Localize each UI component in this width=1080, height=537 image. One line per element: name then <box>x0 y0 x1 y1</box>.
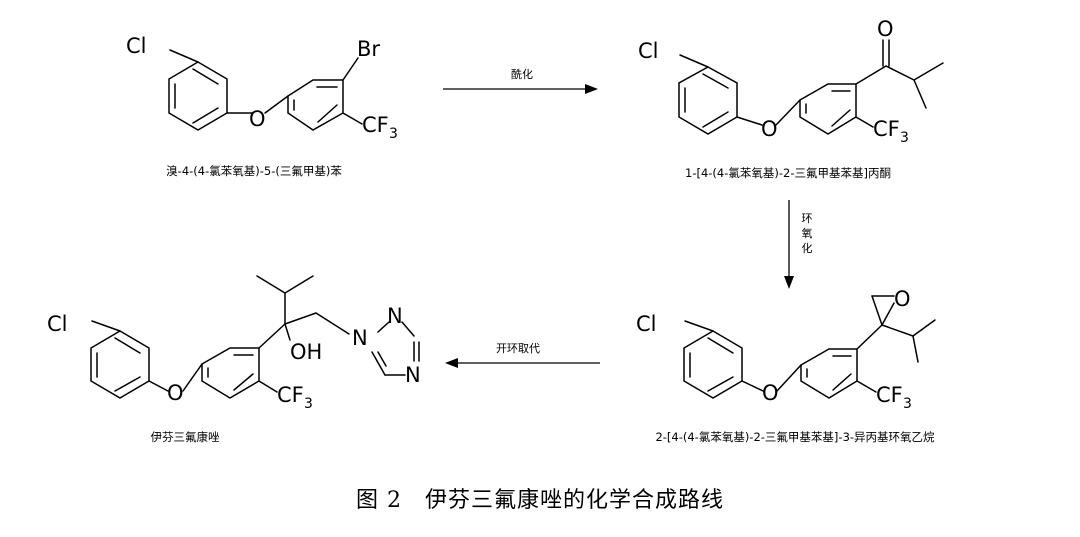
compound-4-name: 伊芬三氟康唑 <box>151 430 220 444</box>
c3-cf3-label: CF <box>876 383 903 407</box>
compound-3-structure: Cl O O CF 3 <box>636 287 936 412</box>
reaction-3-arrow <box>445 358 600 368</box>
reaction-2-label-line-2: 氧 <box>802 226 813 240</box>
reaction-2-label-line-3: 化 <box>802 241 813 255</box>
reaction-1-label: 酰化 <box>511 67 533 81</box>
c2-ketone-oxygen-label: O <box>877 17 894 41</box>
c1-cf3-label: CF <box>362 113 389 137</box>
c4-triazole-n2-label: N <box>387 304 403 328</box>
compound-2-name: 1-[4-(4-氯苯氧基)-2-三氟甲基苯基]丙酮 <box>685 166 891 180</box>
reaction-1-arrow <box>443 84 598 94</box>
compound-2-structure: Cl O O CF 3 <box>638 17 944 146</box>
synthesis-scheme: Cl O Br CF 3 溴-4-(4-氯苯氧基)-5-(三氟甲基)苯 酰化 C… <box>47 17 944 444</box>
c3-ether-oxygen-label: O <box>762 381 779 405</box>
compound-3-name: 2-[4-(4-氯苯氧基)-2-三氟甲基苯基]-3-异丙基环氧乙烷 <box>655 430 935 444</box>
c4-cf3-subscript: 3 <box>304 396 313 412</box>
compound-1-name: 溴-4-(4-氯苯氧基)-5-(三氟甲基)苯 <box>166 164 342 178</box>
c1-chlorine-label: Cl <box>126 34 147 58</box>
c4-triazole-n1-label: N <box>352 326 368 350</box>
c4-chlorine-label: Cl <box>47 312 68 336</box>
figure-caption: 图 2 伊芬三氟康唑的化学合成路线 <box>356 488 724 513</box>
c4-hydroxyl-label: OH <box>290 340 322 364</box>
c3-chlorine-label: Cl <box>636 312 657 336</box>
c2-cf3-subscript: 3 <box>900 130 909 146</box>
compound-1-structure: Cl O Br CF 3 <box>126 34 398 142</box>
compound-4-structure: Cl O OH N N N CF 3 <box>47 275 421 412</box>
c1-ether-oxygen-label: O <box>249 107 266 131</box>
c1-bromine-label: Br <box>357 37 380 61</box>
c4-triazole-n4-label: N <box>405 363 421 387</box>
c4-ether-oxygen-label: O <box>167 381 184 405</box>
reaction-3-label: 开环取代 <box>496 342 540 355</box>
c2-chlorine-label: Cl <box>638 39 659 63</box>
c3-cf3-subscript: 3 <box>903 396 912 412</box>
c2-cf3-label: CF <box>873 117 900 141</box>
c3-epoxide-oxygen-label: O <box>894 287 911 311</box>
reaction-2-arrow <box>784 200 794 289</box>
reaction-2-label-line-1: 环 <box>802 212 813 225</box>
c1-cf3-subscript: 3 <box>389 126 398 142</box>
c4-cf3-label: CF <box>277 383 304 407</box>
c2-ether-oxygen-label: O <box>761 117 778 141</box>
